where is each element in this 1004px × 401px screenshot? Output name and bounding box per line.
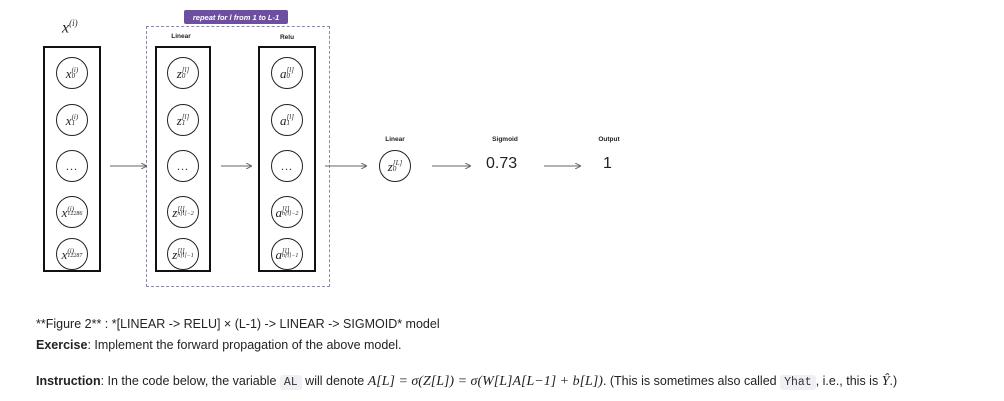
linear-node-ellipsis: …: [167, 150, 199, 182]
final-linear-label: Linear: [385, 136, 405, 143]
instruction-text-1: : In the code below, the variable: [100, 374, 280, 388]
linear-node-n-2: z[l]n[l]−2: [167, 196, 199, 228]
instruction-label: Instruction: [36, 374, 101, 388]
relu-layer-label: Relu: [279, 34, 295, 41]
relu-node-0: a[l]0: [271, 57, 303, 89]
relu-node-n-2: a[l]n[l]−2: [271, 196, 303, 228]
linear-node-1: z[l]1: [167, 104, 199, 136]
input-layer-title: x(i): [62, 18, 78, 37]
input-node-12286: x(i)12286: [56, 196, 88, 228]
final-linear-node: z[L]0: [379, 150, 411, 182]
code-Yhat: Yhat: [780, 375, 816, 390]
relu-node-1: a[l]1: [271, 104, 303, 136]
instruction-equation: A[L] = σ(Z[L]) = σ(W[L]A[L−1] + b[L]): [367, 374, 603, 389]
input-node-12287: x(i)12287: [56, 238, 88, 270]
input-node-1: x(i)1: [56, 104, 88, 136]
relu-node-ellipsis: …: [271, 150, 303, 182]
code-AL: AL: [279, 375, 302, 390]
instruction-text-3: . (This is sometimes also called: [602, 374, 781, 388]
input-node-0: x(i)0: [56, 57, 88, 89]
instruction-text-2: will denote: [301, 374, 368, 388]
relu-node-n-1: a[l]n[l]−1: [271, 238, 303, 270]
repeat-frame: [146, 26, 330, 287]
instruction-paragraph: Instruction: In the code below, the vari…: [36, 374, 897, 390]
linear-node-n-1: z[l]n[l]−1: [167, 238, 199, 270]
flow-arrows: [110, 0, 1004, 300]
linear-layer-label: Linear: [171, 33, 191, 40]
output-label: Output: [598, 136, 620, 143]
exercise-label: Exercise: [36, 338, 88, 352]
repeat-badge: repeat for l from 1 to L-1: [184, 10, 288, 24]
figure-caption: **Figure 2** : *[LINEAR -> RELU] × (L-1)…: [36, 317, 440, 331]
output-value: 1: [603, 155, 612, 172]
exercise-text: : Implement the forward propagation of t…: [87, 338, 402, 352]
input-node-ellipsis: …: [56, 150, 88, 182]
input-title-text: x: [62, 19, 70, 37]
instruction-text-5: .): [889, 374, 898, 388]
linear-node-0: z[l]0: [167, 57, 199, 89]
exercise-paragraph: Exercise: Implement the forward propagat…: [36, 338, 402, 352]
sigmoid-value: 0.73: [486, 155, 518, 172]
input-title-sup: (i): [69, 18, 78, 28]
instruction-text-4: , i.e., this is: [815, 374, 882, 388]
instruction-yhat-symbol: Ŷ: [881, 374, 890, 389]
sigmoid-label: Sigmoid: [492, 136, 518, 143]
